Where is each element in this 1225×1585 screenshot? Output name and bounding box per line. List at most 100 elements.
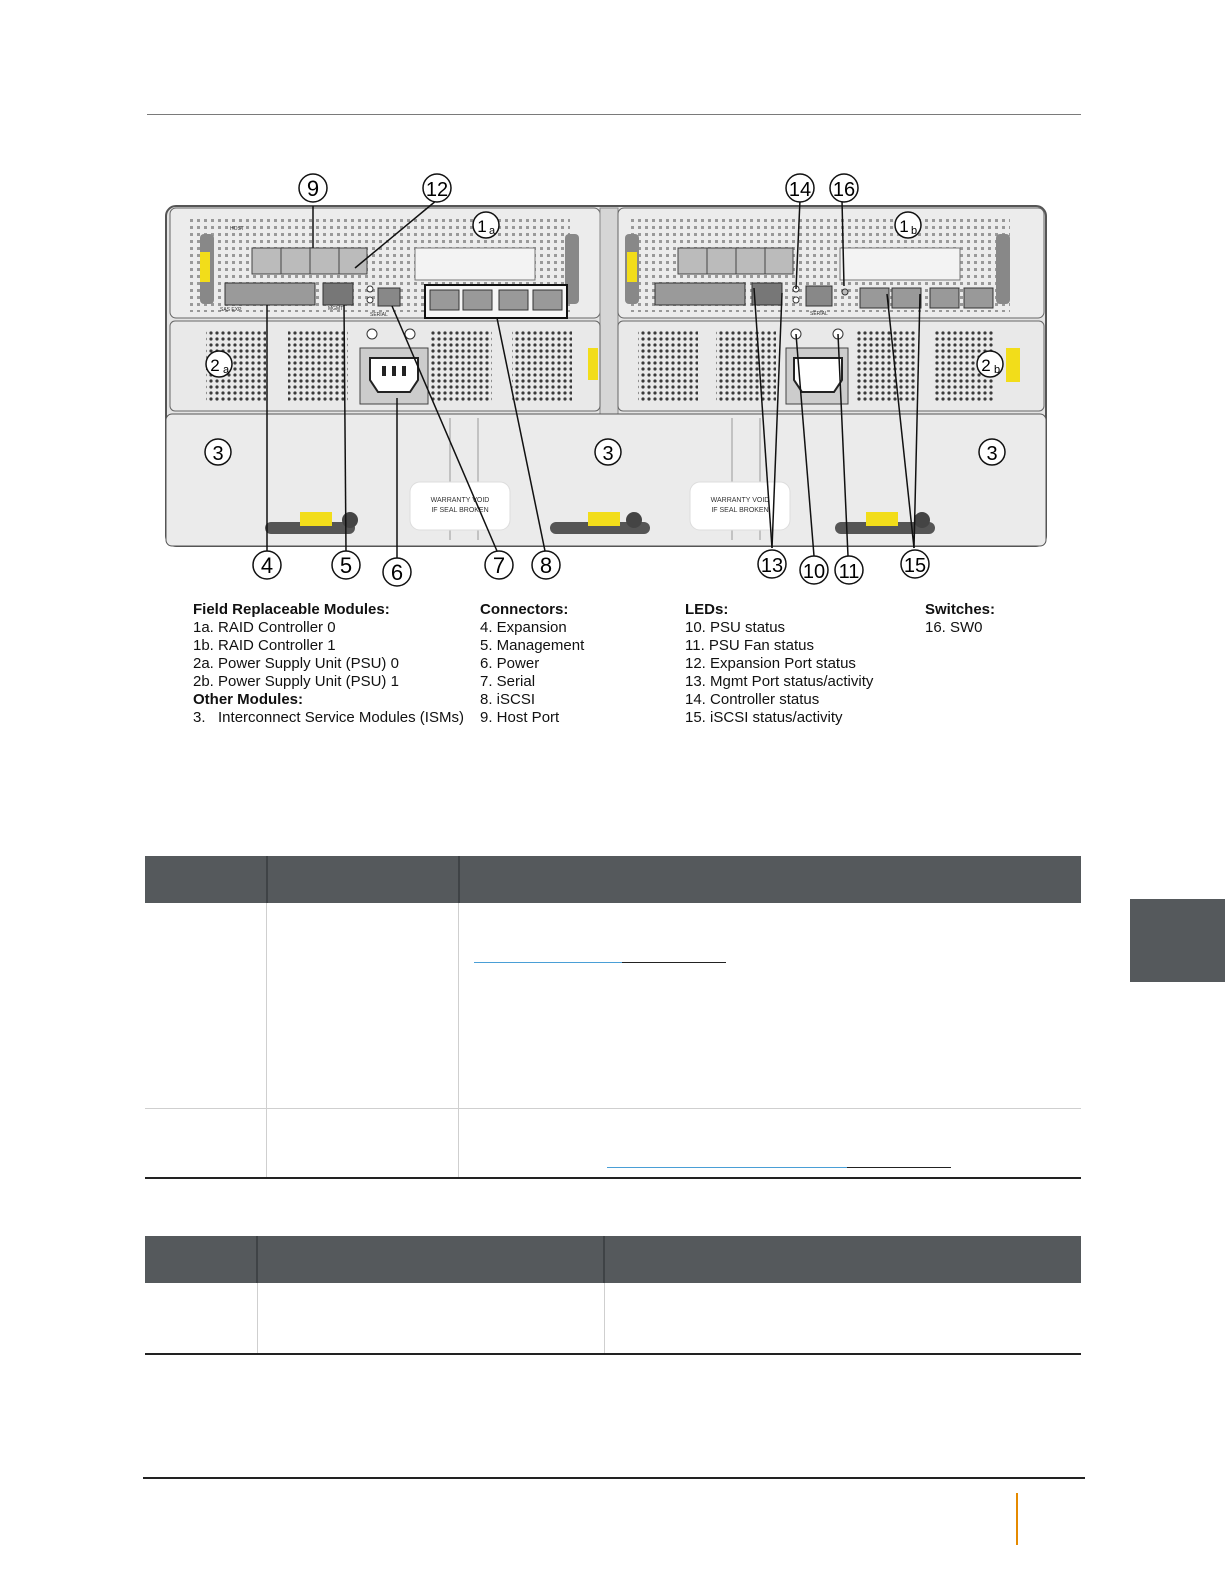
table-1-link[interactable] [622, 962, 726, 963]
svg-text:12: 12 [426, 179, 448, 201]
callout-16: 16 [829, 173, 859, 203]
svg-text:3: 3 [986, 443, 997, 465]
callout-8: 8 [531, 550, 561, 580]
legend-field-replaceable: Field Replaceable Modules: 1a. RAID Cont… [193, 601, 464, 727]
svg-text:9: 9 [307, 176, 319, 201]
svg-text:3: 3 [212, 443, 223, 465]
callout-7: 7 [484, 550, 514, 580]
legend-heading-switches: Switches: [925, 601, 996, 618]
svg-text:a: a [489, 225, 496, 237]
svg-text:15: 15 [904, 555, 926, 577]
svg-text:14: 14 [789, 179, 811, 201]
legend-switches: Switches: 16. SW0 [925, 601, 995, 637]
legend-item: 7. Serial [480, 673, 536, 690]
table-1-link[interactable] [474, 962, 622, 963]
svg-text:b: b [994, 364, 1000, 376]
legend-connectors: Connectors: 4. Expansion 5. Management 6… [480, 601, 584, 727]
table-1-header [145, 856, 1081, 903]
legend-item: 15. iSCSI status/activity [685, 709, 843, 726]
callout-11: 11 [834, 555, 864, 585]
svg-text:2: 2 [210, 356, 219, 375]
svg-text:1: 1 [899, 217, 908, 236]
legend-item: 4. Expansion [480, 619, 567, 636]
svg-text:2: 2 [981, 356, 990, 375]
legend-item: 9. Host Port [480, 709, 560, 726]
legend-item: 11. PSU Fan status [685, 637, 814, 654]
ism-row: WARRANTY VOID IF SEAL BROKEN WARRANTY VO… [165, 413, 1047, 547]
legend-leds: LEDs: 10. PSU status 11. PSU Fan status … [685, 601, 873, 727]
svg-text:3: 3 [602, 443, 613, 465]
callout-15: 15 [900, 549, 930, 579]
svg-text:6: 6 [391, 560, 403, 585]
legend-item: 3. Interconnect Service Modules (ISMs) [193, 709, 464, 726]
svg-text:5: 5 [340, 553, 352, 578]
legend-heading-field-replaceable: Field Replaceable Modules: [193, 601, 390, 618]
table-2-header [145, 1236, 1081, 1283]
table-2-column-divider [257, 1283, 258, 1353]
callout-12: 12 [422, 173, 452, 203]
callout-3-left: 3 [204, 438, 232, 466]
table-1-bottom-rule [145, 1177, 1081, 1179]
table-2-column-divider [604, 1283, 605, 1353]
legend-heading-connectors: Connectors: [480, 601, 569, 618]
callout-3-right: 3 [978, 438, 1006, 466]
callout-6: 6 [382, 557, 412, 587]
host-label-0: HOST [230, 226, 244, 232]
table-1-link[interactable] [847, 1167, 951, 1168]
warranty-label-right-1: WARRANTY VOID [711, 497, 770, 504]
top-rule [147, 114, 1081, 115]
table-2-bottom-rule [145, 1353, 1081, 1355]
bottom-rule [143, 1477, 1085, 1479]
controller-0: SERIAL MGMT HOST SAS EXP [169, 207, 601, 319]
sas-exp-label-0: SAS EXP [220, 307, 242, 313]
leader-lines [266, 199, 921, 558]
serial-label-0: SERIAL [370, 312, 388, 318]
svg-text:b: b [911, 225, 917, 237]
svg-text:4: 4 [261, 553, 273, 578]
legend-item: 5. Management [480, 637, 585, 654]
warranty-label-right-2: IF SEAL BROKEN [711, 507, 768, 514]
callout-3-center: 3 [594, 438, 622, 466]
psu-0 [169, 320, 601, 412]
legend-item: 10. PSU status [685, 619, 786, 636]
callout-9: 9 [298, 173, 328, 203]
svg-text:13: 13 [761, 555, 783, 577]
mgmt-label-0: MGMT [328, 306, 343, 312]
table-1-column-divider [266, 903, 267, 1178]
warranty-label-left-2: IF SEAL BROKEN [431, 507, 488, 514]
warranty-label-left-1: WARRANTY VOID [431, 497, 490, 504]
legend-item: 2b. Power Supply Unit (PSU) 1 [193, 673, 399, 690]
controller-1: SERIAL [617, 207, 1045, 319]
table-1-link[interactable] [607, 1167, 847, 1168]
legend-item: 16. SW0 [925, 619, 983, 636]
callout-13: 13 [757, 549, 787, 579]
svg-text:11: 11 [839, 561, 860, 583]
svg-text:10: 10 [803, 561, 825, 583]
callout-10: 10 [799, 555, 829, 585]
side-tab [1130, 899, 1225, 982]
legend-item: 2a. Power Supply Unit (PSU) 0 [193, 655, 399, 672]
callout-5: 5 [331, 550, 361, 580]
legend-item: 13. Mgmt Port status/activity [685, 673, 874, 690]
legend-item: 14. Controller status [685, 691, 820, 708]
table-1-column-divider [458, 903, 459, 1178]
legend-item: 1b. RAID Controller 1 [193, 637, 336, 654]
rear-panel-diagram: SERIAL MGMT HOST SAS EXP SERIAL [165, 173, 1047, 587]
psu-1 [617, 320, 1045, 412]
callout-4: 4 [252, 550, 282, 580]
legend-heading-leds: LEDs: [685, 601, 729, 618]
svg-text:1: 1 [477, 217, 486, 236]
legend-item: 8. iSCSI [480, 691, 536, 708]
svg-text:7: 7 [493, 553, 505, 578]
legend-heading-other: Other Modules: [193, 691, 304, 708]
legend-item: 1a. RAID Controller 0 [193, 619, 336, 636]
legend-item: 6. Power [480, 655, 540, 672]
callout-14: 14 [785, 173, 815, 203]
svg-text:a: a [223, 364, 230, 376]
serial-label-1: SERIAL [810, 311, 828, 317]
